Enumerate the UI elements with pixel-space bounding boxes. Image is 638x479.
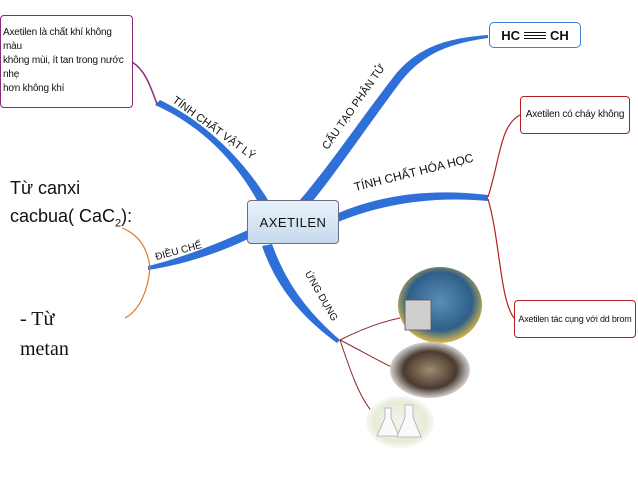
prep-calcium-line-1: Từ canxi xyxy=(10,178,81,198)
photo-welding-detail xyxy=(404,299,432,331)
connector-app-1 xyxy=(339,317,401,341)
prep-calcium-line-2: cacbua( CaC2): xyxy=(10,204,132,236)
physical-line-3: hơn không khí xyxy=(3,83,65,94)
branch-preparation xyxy=(148,230,250,270)
branch-physical xyxy=(155,100,268,202)
branch-applications xyxy=(262,244,340,343)
structure-formula-box: HC CH xyxy=(489,22,581,48)
photo-industry xyxy=(390,342,470,398)
photo-flasks xyxy=(366,396,434,448)
connector-preparation-bottom xyxy=(124,267,151,319)
chemical-item-2: Axetilen tác cụng với dd brom xyxy=(518,314,632,324)
center-node: AXETILEN xyxy=(247,200,339,244)
prep-calcium-text: cacbua( CaC xyxy=(10,206,116,226)
flask-icon xyxy=(396,404,422,438)
branch-chemical xyxy=(336,192,488,222)
physical-line-2: không mùi, ít tan trong nước nhẹ xyxy=(3,55,124,80)
physical-line-1: Axetilen là chất khí không màu xyxy=(3,27,112,52)
prep-calcium-sub: 2 xyxy=(115,217,122,230)
prep-methane-line-1: - Từ xyxy=(20,308,55,330)
triple-bond-icon xyxy=(524,31,546,40)
connector-preparation-top xyxy=(121,227,151,269)
chemical-item-1: Axetilen có cháy không xyxy=(525,109,625,120)
formula-right: CH xyxy=(550,27,569,43)
connector-physical xyxy=(131,61,158,105)
connector-chemical-top xyxy=(487,114,521,198)
chemical-box-combustion: Axetilen có cháy không xyxy=(520,96,630,134)
chemical-box-bromine: Axetilen tác cụng với dd brom xyxy=(514,300,636,338)
connector-chemical-bottom xyxy=(487,198,515,319)
formula-left: HC xyxy=(501,27,520,43)
connector-app-3 xyxy=(339,339,376,416)
physical-properties-box: Axetilen là chất khí không màu không mùi… xyxy=(0,15,133,108)
prep-calcium-end: ): xyxy=(121,206,133,226)
prep-methane-line-2: metan xyxy=(20,338,69,360)
branch-structure xyxy=(300,35,488,202)
